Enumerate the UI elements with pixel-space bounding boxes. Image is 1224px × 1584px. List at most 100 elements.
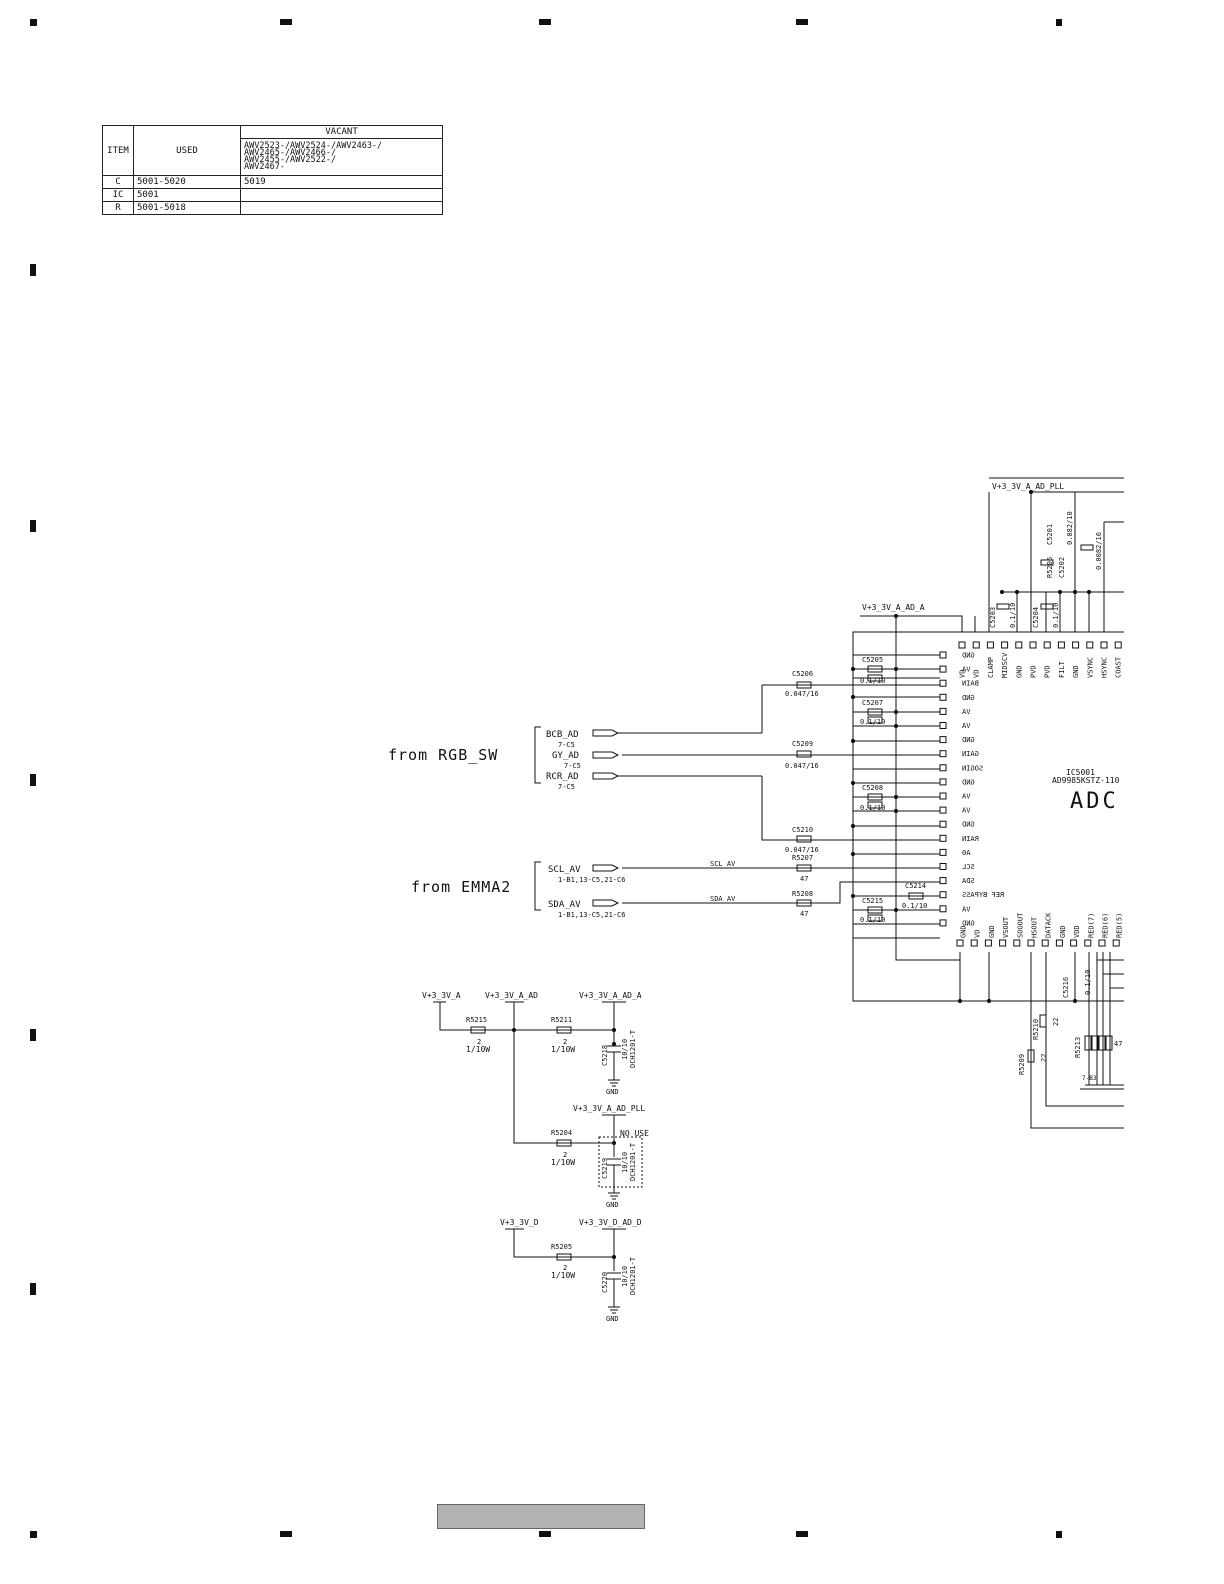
ic-pin	[1098, 939, 1106, 947]
ic-pin	[1086, 641, 1094, 649]
ic-pin	[1114, 641, 1122, 649]
ic-pin	[1057, 641, 1065, 649]
resistor-value: 2	[563, 1264, 567, 1272]
ic-left-pins: GNDVABAINGNDVAVAGNDGAINSOGINGNDVAVAGNDRA…	[939, 651, 1004, 927]
ic-pin	[1112, 939, 1120, 947]
net-sda: SDA_AV	[710, 895, 736, 903]
ic-pin-label: GND	[1015, 665, 1023, 678]
cap-value: 0.047/16	[785, 690, 819, 698]
gnd-label: GND	[606, 1088, 619, 1096]
ic-pin	[939, 651, 947, 659]
ic-pin-label: PVD	[1030, 665, 1038, 678]
resistor-value: 2	[477, 1038, 481, 1046]
ic-pin-label: VA	[961, 722, 970, 730]
frame-mark-bottom-3	[539, 1531, 551, 1537]
cap-value: 0.0082/16	[1095, 532, 1103, 570]
ic-pin-label: REF BYPASS	[962, 891, 1004, 899]
ic-pin	[939, 891, 947, 899]
vacant-model: AWV2467-	[244, 162, 285, 172]
ic-pin	[939, 693, 947, 701]
group-title-rgb: from RGB_SW	[388, 746, 498, 764]
ic-pin	[1100, 641, 1108, 649]
cap-label: C5216	[1062, 977, 1070, 998]
frame-mark-left-4	[30, 1029, 36, 1041]
net-label: V+3_3V_A_AD_A	[862, 603, 925, 612]
ic-pin-label: RED(7)	[1087, 913, 1095, 938]
ic-pin-label: SOGOUT	[1016, 912, 1024, 938]
ic-pin-label: COAST	[1115, 656, 1123, 678]
ic-pin	[1043, 641, 1051, 649]
ic-pin-label: GND	[962, 694, 975, 702]
gnd-label: GND	[606, 1315, 619, 1323]
cap-label: C5206	[792, 670, 813, 678]
frame-mark-left-2	[30, 520, 36, 532]
frame-mark-top-5	[1056, 19, 1062, 26]
ic-pin	[939, 877, 947, 885]
power-filter-a: V+3_3V_A V+3_3V_A_AD V+3_3V_A_AD_A R5215…	[422, 991, 642, 1144]
table-row: R 5001-5018	[102, 201, 443, 215]
resistor-label: R5211	[551, 1016, 572, 1024]
resistor-label: R5210	[1032, 1019, 1040, 1040]
frame-mark-bottom-2	[280, 1531, 292, 1537]
frame-mark-top-3	[539, 19, 551, 25]
ic-pin	[939, 919, 947, 927]
frame-mark-bottom-5	[1056, 1531, 1062, 1538]
frame-mark-left-5	[30, 1283, 36, 1295]
resistor-value: 2	[563, 1038, 567, 1046]
ic-pin	[972, 641, 980, 649]
ic-pin	[984, 939, 992, 947]
frame-mark-top-2	[280, 19, 292, 25]
ic-pin	[939, 905, 947, 913]
ic-pin-label: GND	[962, 821, 975, 829]
frame-mark-left-1	[30, 264, 36, 276]
ic-pin	[939, 834, 947, 842]
net-scl: SCL_AV	[710, 860, 736, 868]
resistor-label: R5204	[551, 1129, 572, 1137]
net-label: NO USE	[620, 1129, 649, 1138]
ic-pin	[939, 750, 947, 758]
cap-value: 0.1/10	[1052, 603, 1060, 628]
ic-pin-label: PVD	[1044, 665, 1052, 678]
resistor-value: 47	[800, 910, 808, 918]
page-footer-bar	[437, 1504, 645, 1529]
signal-sda-ref: 1-B1,13-C5,21-C6	[558, 911, 625, 919]
ic-pin	[1041, 939, 1049, 947]
resistor-value: 2	[563, 1151, 567, 1159]
net-label: V+3_3V_A_AD	[485, 991, 538, 1000]
ic-pin	[956, 939, 964, 947]
ic-pin	[970, 939, 978, 947]
ic-pin-label: VA	[961, 807, 970, 815]
ic-pin	[939, 665, 947, 673]
ic-pin-label: A0	[962, 849, 970, 857]
emma-inputs: from EMMA2 SCL_AV 1-B1,13-C5,21-C6 SDA_A…	[411, 860, 736, 919]
table-cell-vacant	[240, 201, 443, 215]
ic-pin-label: HSYNC	[1101, 657, 1109, 678]
cap-part: DCH1201-T	[629, 1029, 637, 1068]
ic-pin-label: RED(6)	[1102, 913, 1110, 938]
ic-pin-label: GND	[1072, 665, 1080, 678]
ic-pin-label: SCL	[962, 863, 975, 871]
ic-pin-label: GND	[962, 652, 975, 660]
cap-label: C5202	[1058, 557, 1066, 578]
net-label: V+3_3V_D_AD_D	[579, 1218, 642, 1227]
ic-pin	[986, 641, 994, 649]
ic-pin-label: VA	[961, 708, 970, 716]
resistor-power: 1/10W	[551, 1045, 575, 1054]
ic-pin	[939, 679, 947, 687]
ic-bottom-nets: C5216 0.1/10 R5210 22 R5209 22 R5213 47 …	[853, 952, 1124, 1129]
ic-ref: IC5001	[1066, 768, 1095, 777]
ic-pin-label: VA	[961, 905, 970, 913]
cap-value: 0.082/10	[1066, 511, 1074, 545]
resistor-label: R5213	[1074, 1037, 1082, 1058]
ic-pin-label: GND	[1059, 925, 1067, 938]
rgb-inputs: from RGB_SW BCB_AD 7-C5 GY_AD 7-C5 RCR_A…	[388, 726, 762, 791]
cap-label: C5204	[1032, 607, 1040, 628]
cap-label: C5207	[862, 699, 883, 707]
signal-rcr: RCR_AD	[546, 772, 579, 782]
cap-label: C5219	[601, 1158, 609, 1179]
cap-label: C5201	[1046, 524, 1054, 545]
ic-pin-label: VA	[961, 793, 970, 801]
net-a-ad-a-top: V+3_3V_A_AD_A	[860, 603, 976, 961]
ic-pin-label: GND	[962, 778, 975, 786]
